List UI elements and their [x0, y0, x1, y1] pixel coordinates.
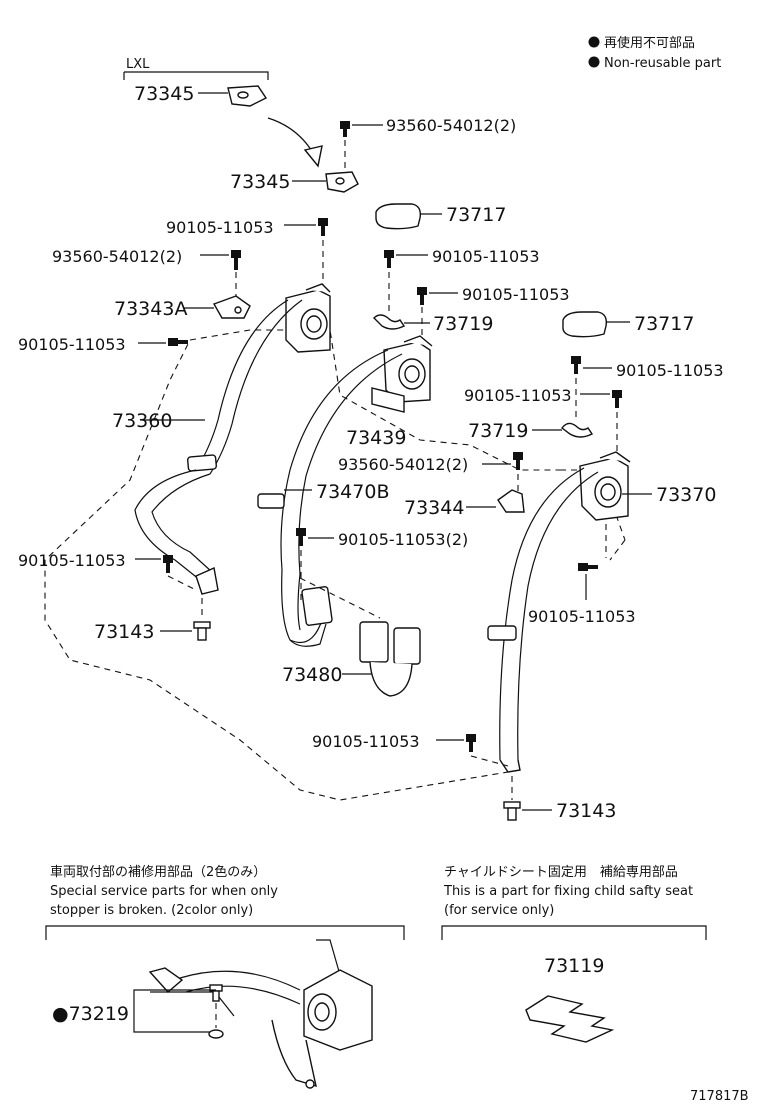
- bolt-90105-a: 90105-11053: [166, 218, 328, 285]
- bolt-90105-h: 90105-11053: [528, 524, 636, 626]
- callout-90105-i: 90105-11053: [312, 732, 420, 751]
- child-seat-bracket: [525, 995, 615, 1043]
- bolt-90105-g: 90105-11053: [18, 551, 197, 591]
- part-73470B-center-belt: 73470B: [257, 335, 433, 644]
- legend-en: Non-reusable part: [604, 56, 721, 71]
- bolt-90105-b: 90105-11053: [384, 247, 540, 312]
- callout-90105-h: 90105-11053: [528, 607, 636, 626]
- callout-93560-top: 93560-54012(2): [386, 116, 516, 135]
- part-73480-buckles: 73480: [282, 577, 421, 697]
- callout-73719-a: 73719: [433, 313, 493, 335]
- callout-73480: 73480: [282, 664, 342, 686]
- bolt-90105-left: 90105-11053: [18, 335, 188, 354]
- callout-90105-e: 90105-11053: [464, 386, 572, 405]
- service-note-en1: Special service parts for when only: [50, 884, 278, 899]
- callout-73370: 73370: [656, 484, 716, 506]
- child-seat-note-en2: (for service only): [444, 903, 554, 918]
- diagram-code: 717817B: [690, 1089, 749, 1104]
- child-seat-note-en1: This is a part for fixing child safty se…: [443, 884, 693, 899]
- bolt-90105-d: 90105-11053: [571, 356, 724, 418]
- variant-label: LXL: [126, 57, 150, 72]
- callout-73143-a: 73143: [94, 621, 154, 643]
- part-73143-b: 73143: [503, 776, 616, 822]
- part-73143-a: 73143: [94, 598, 211, 643]
- callout-73470B: 73470B: [316, 481, 389, 503]
- callout-93560-left: 93560-54012(2): [52, 247, 182, 266]
- service-note-jp: 車両取付部の補修用部品（2色のみ）: [50, 864, 266, 880]
- part-73717-b: 73717: [562, 311, 694, 338]
- callout-90105-f: 90105-11053(2): [338, 530, 468, 549]
- callout-73343A: 73343A: [114, 298, 187, 320]
- bolt-90105-i: 90105-11053: [312, 732, 509, 767]
- bolt-93560-top: 93560-54012(2): [340, 116, 516, 168]
- part-73344: 73344: [404, 489, 525, 519]
- callout-73345: 73345: [230, 171, 290, 193]
- callout-73717-b: 73717: [634, 313, 694, 335]
- variant-lxl: LXL: [123, 57, 269, 80]
- child-seat-note-jp: チャイルドシート固定用 補給専用部品: [444, 865, 678, 880]
- callout-90105-d: 90105-11053: [616, 361, 724, 380]
- child-seat-section: チャイルドシート固定用 補給専用部品 This is a part for fi…: [441, 865, 707, 1043]
- bolt-90105-c: 90105-11053: [417, 285, 570, 345]
- bolt-90105-f: 90105-11053(2): [296, 528, 468, 600]
- bolt-90105-e: 90105-11053: [464, 386, 622, 455]
- part-73360-left-belt: 73360: [112, 283, 331, 595]
- part-73343A: 73343A: [114, 295, 251, 320]
- callout-73143-b: 73143: [556, 800, 616, 822]
- non-reusable-bullet-icon: [588, 56, 600, 68]
- part-73370-right-belt: 73370: [487, 451, 716, 773]
- legend: 再使用不可部品 Non-reusable part: [588, 35, 721, 71]
- part-73719-a: 73719: [373, 313, 493, 335]
- callout-90105-left: 90105-11053: [18, 335, 126, 354]
- callout-93560-mid: 93560-54012(2): [338, 455, 468, 474]
- callout-73344: 73344: [404, 497, 464, 519]
- part-73717-a: 73717: [375, 203, 506, 230]
- callout-73360: 73360: [112, 410, 172, 432]
- part-73439: 73439: [346, 387, 406, 449]
- callout-73719-b: 73719: [468, 420, 528, 442]
- part-73719-b: 73719: [468, 420, 594, 442]
- bolt-93560-mid: 93560-54012(2): [338, 452, 523, 498]
- callout-90105-c: 90105-11053: [462, 285, 570, 304]
- callout-73439: 73439: [346, 427, 406, 449]
- callout-73345-lxl: 73345: [134, 83, 194, 105]
- bolt-93560-left: 93560-54012(2): [52, 247, 241, 296]
- callout-90105-b: 90105-11053: [432, 247, 540, 266]
- part-73345: 73345: [230, 171, 359, 193]
- legend-jp: 再使用不可部品: [604, 35, 695, 51]
- non-reusable-bullet-icon: [588, 36, 600, 48]
- callout-90105-g: 90105-11053: [18, 551, 126, 570]
- callout-73717-a: 73717: [446, 204, 506, 226]
- arrow-head: [303, 145, 323, 168]
- part-73345-lxl: 73345: [134, 83, 268, 107]
- callout-73119: 73119: [544, 955, 604, 977]
- callout-90105-a: 90105-11053: [166, 218, 274, 237]
- service-parts-section: 車両取付部の補修用部品（2色のみ） Special service parts …: [45, 864, 405, 1089]
- callout-73219: ●73219: [52, 1003, 129, 1025]
- service-note-en2: stopper is broken. (2color only): [50, 903, 253, 918]
